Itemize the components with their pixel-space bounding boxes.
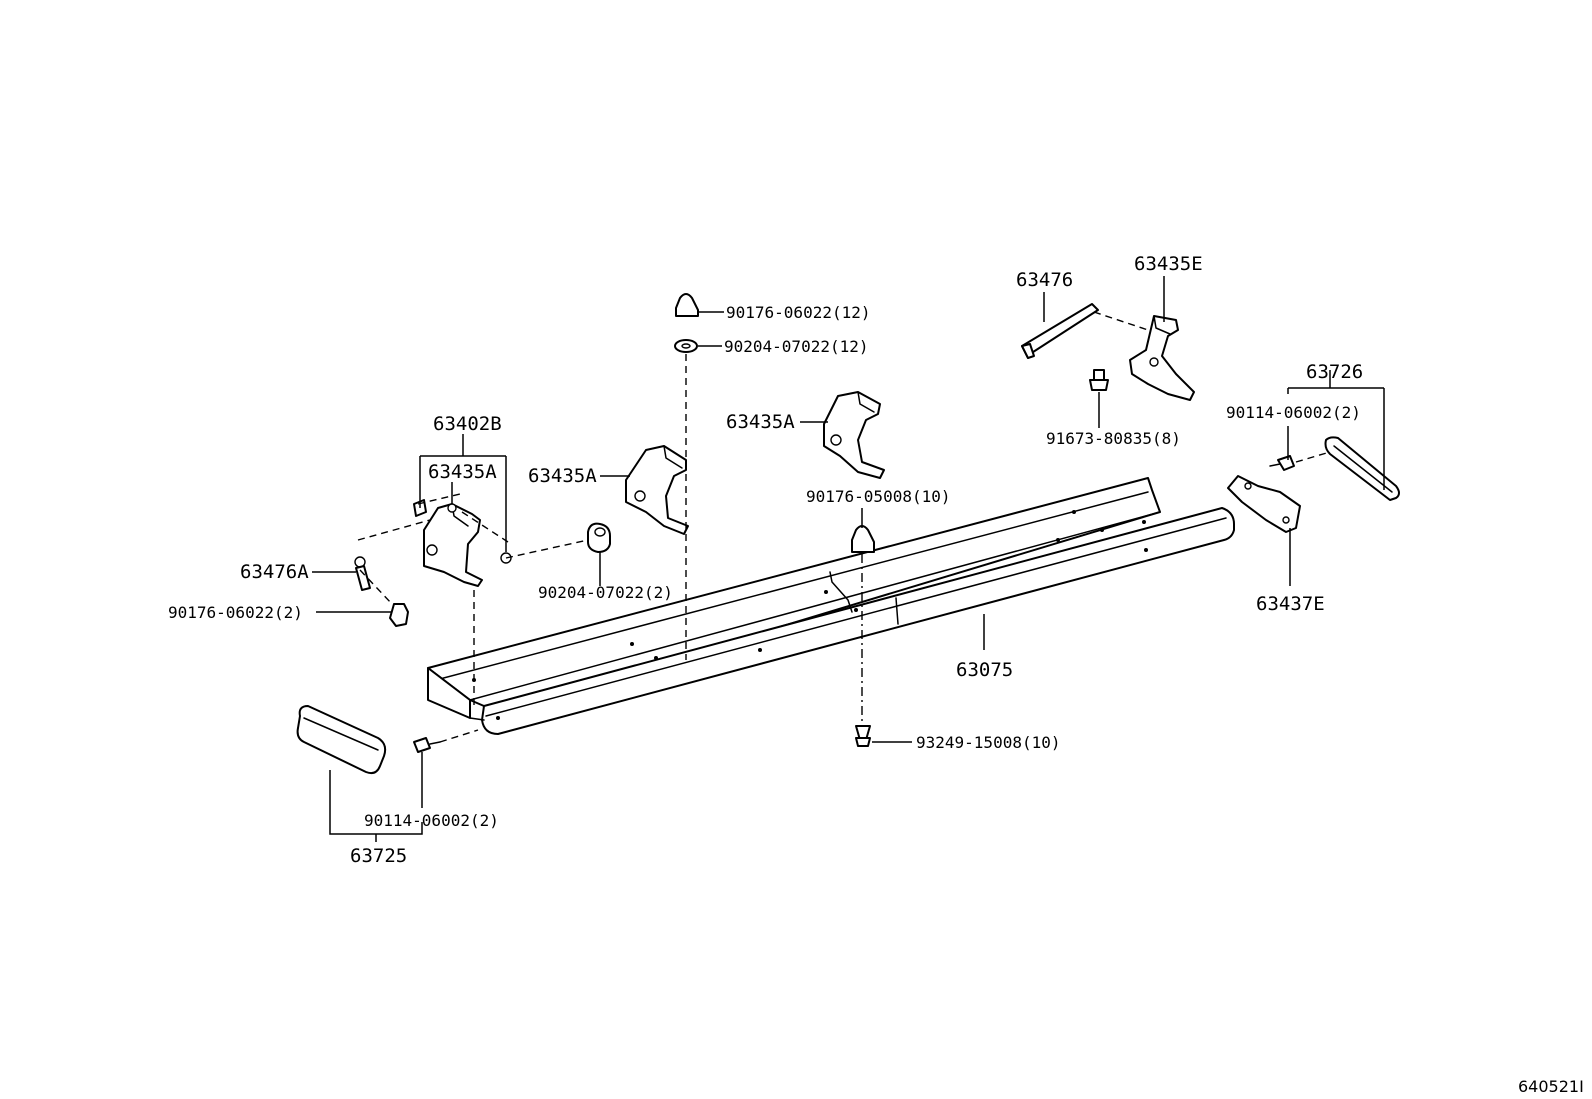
label-63476: 63476: [1016, 269, 1073, 291]
label-91673-80835-8: 91673-80835(8): [1046, 429, 1181, 448]
bracket-63435A-mid: [625, 445, 689, 535]
strap-63476: [1021, 303, 1099, 359]
bracket-63435E: [1129, 315, 1195, 401]
label-63435E: 63435E: [1134, 253, 1203, 275]
label-63726: 63726: [1306, 361, 1363, 383]
bracket-63435A-right: [823, 391, 885, 479]
label-90204-07022-12: 90204-07022(12): [724, 337, 869, 356]
label-63075: 63075: [956, 659, 1013, 681]
label-63437E: 63437E: [1256, 593, 1325, 615]
label-90114-06002-2-right: 90114-06002(2): [1226, 403, 1361, 422]
bolt-63476A: [354, 556, 371, 591]
bolt-91673-80835: [1089, 369, 1109, 391]
label-90204-07022-2: 90204-07022(2): [538, 583, 673, 602]
label-63402B: 63402B: [433, 413, 502, 435]
label-63435A-mid: 63435A: [528, 465, 597, 487]
label-90176-06022-2: 90176-06022(2): [168, 603, 303, 622]
screw-93249-15008: [855, 725, 871, 747]
label-63435A-right: 63435A: [726, 411, 795, 433]
label-93249-15008-10: 93249-15008(10): [916, 733, 1061, 752]
nut-90176-06022-top: [675, 293, 699, 317]
nut-90176-06022-left: [389, 603, 409, 627]
label-63435A-left: 63435A: [428, 461, 497, 483]
label-63725: 63725: [350, 845, 407, 867]
diagram-reference-id: 640521I: [1518, 1077, 1584, 1096]
bracket-63435A-left: [423, 503, 483, 587]
end-cap-63726: [1324, 436, 1400, 501]
label-90176-05008-10: 90176-05008(10): [806, 487, 951, 506]
label-90176-06022-12: 90176-06022(12): [726, 303, 871, 322]
running-board-63075: [427, 477, 1235, 735]
grommet-90204-07022-left: [587, 522, 611, 553]
end-cap-63725: [296, 705, 387, 775]
bracket-63437E: [1227, 475, 1301, 533]
label-63476A: 63476A: [240, 561, 309, 583]
nut-90176-05008: [851, 525, 875, 553]
clip-90114-06002-left: [413, 737, 441, 753]
clip-90114-06002-right: [1269, 455, 1295, 471]
label-90114-06002-2-left: 90114-06002(2): [364, 811, 499, 830]
washer-90204-07022-top: [674, 339, 698, 353]
